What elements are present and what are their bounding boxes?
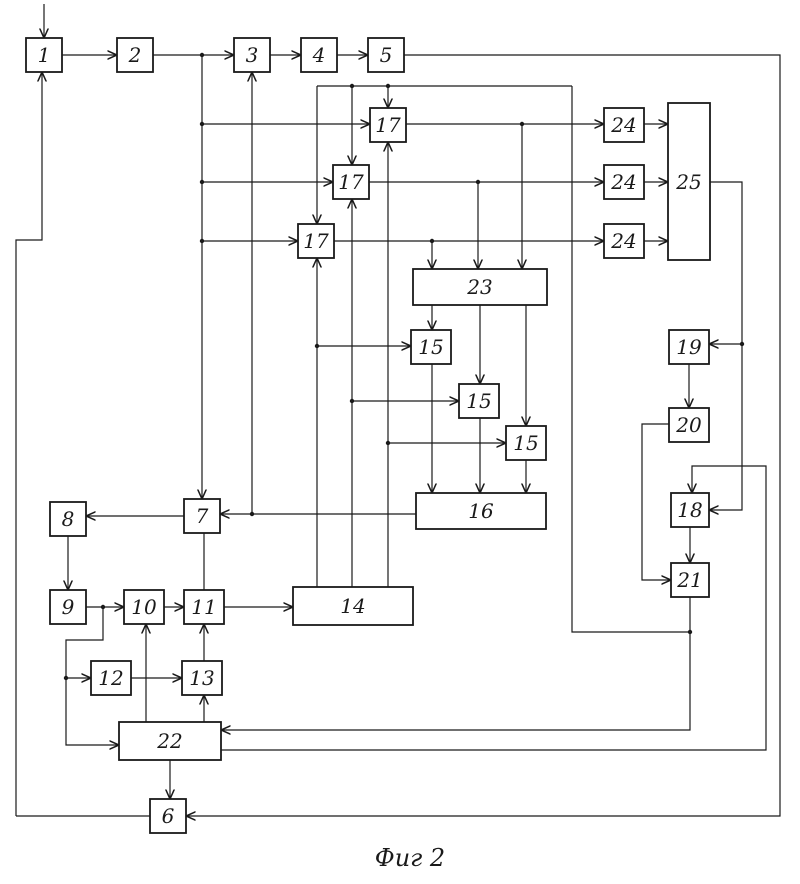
junction-dot: [101, 605, 105, 609]
block-6-label: 6: [162, 804, 175, 828]
block-24-middle-label: 24: [610, 170, 636, 194]
block-8: 8: [50, 502, 86, 536]
block-17-middle: 17: [333, 165, 369, 199]
block-17-bottom: 17: [298, 224, 334, 258]
block-21: 21: [671, 563, 709, 597]
junction-dot: [520, 122, 524, 126]
block-25-label: 25: [675, 170, 701, 194]
block-18: 18: [671, 493, 709, 527]
block-17-middle-label: 17: [338, 170, 364, 194]
connection-line: [221, 597, 690, 730]
block-13: 13: [182, 661, 222, 695]
block-16-label: 16: [468, 499, 494, 523]
block-23: 23: [413, 269, 547, 305]
block-24-bottom-label: 24: [610, 229, 636, 253]
junction-dot: [688, 630, 692, 634]
blocks-layer: 1 2 3 4 5 6 7 8 9 10 11 12 13 14 15 15 1…: [26, 38, 710, 833]
block-22: 22: [119, 722, 221, 760]
block-24-top: 24: [604, 108, 644, 142]
block-9-label: 9: [62, 595, 75, 619]
block-20: 20: [669, 408, 709, 442]
junction-dot: [250, 512, 254, 516]
block-15-middle: 15: [459, 384, 499, 418]
block-17-top: 17: [370, 108, 406, 142]
block-7: 7: [184, 499, 220, 533]
junction-dot: [386, 441, 390, 445]
connection-line: [16, 72, 42, 816]
junction-dot: [386, 84, 390, 88]
junction-dot: [430, 239, 434, 243]
block-9: 9: [50, 590, 86, 624]
block-19-label: 19: [676, 335, 702, 359]
block-24-top-label: 24: [610, 113, 636, 137]
block-10-label: 10: [131, 595, 157, 619]
block-6: 6: [150, 799, 186, 833]
block-5: 5: [368, 38, 404, 72]
block-24-middle: 24: [604, 165, 644, 199]
block-19: 19: [669, 330, 709, 364]
junction-dot: [200, 239, 204, 243]
junction-dot: [350, 84, 354, 88]
block-15-bottom: 15: [506, 426, 546, 460]
block-3: 3: [234, 38, 270, 72]
connection-line: [642, 424, 671, 580]
block-4: 4: [301, 38, 337, 72]
block-15-middle-label: 15: [466, 389, 491, 413]
junction-dot: [315, 344, 319, 348]
junction-dot: [200, 53, 204, 57]
block-4-label: 4: [312, 43, 326, 67]
block-23-label: 23: [466, 275, 492, 299]
block-15-top-label: 15: [418, 335, 443, 359]
block-2: 2: [117, 38, 153, 72]
block-13-label: 13: [189, 666, 214, 690]
block-16: 16: [416, 493, 546, 529]
block-1: 1: [26, 38, 62, 72]
block-22-label: 22: [156, 729, 182, 753]
block-14: 14: [293, 587, 413, 625]
block-17-bottom-label: 17: [303, 229, 329, 253]
block-5-label: 5: [380, 43, 393, 67]
figure-caption: Фиг 2: [375, 844, 445, 872]
block-20-label: 20: [675, 413, 702, 437]
block-24-bottom: 24: [604, 224, 644, 258]
block-17-top-label: 17: [375, 113, 401, 137]
junction-dot: [350, 399, 354, 403]
block-25: 25: [668, 103, 710, 260]
block-2-label: 2: [128, 43, 142, 67]
block-8-label: 8: [62, 507, 75, 531]
block-14-label: 14: [340, 594, 365, 618]
block-18-label: 18: [677, 498, 702, 522]
junction-dot: [476, 180, 480, 184]
block-12-label: 12: [98, 666, 123, 690]
junction-dot: [740, 342, 744, 346]
block-1-label: 1: [38, 43, 51, 67]
block-12: 12: [91, 661, 131, 695]
block-10: 10: [124, 590, 164, 624]
block-11: 11: [184, 590, 224, 624]
block-11-label: 11: [191, 595, 216, 619]
connection-line: [709, 182, 742, 510]
junction-dot: [200, 180, 204, 184]
junction-dot: [64, 676, 68, 680]
block-3-label: 3: [246, 43, 259, 67]
block-7-label: 7: [196, 504, 209, 528]
block-21-label: 21: [676, 568, 702, 592]
block-15-top: 15: [411, 330, 451, 364]
junction-dot: [200, 122, 204, 126]
block-15-bottom-label: 15: [513, 431, 538, 455]
